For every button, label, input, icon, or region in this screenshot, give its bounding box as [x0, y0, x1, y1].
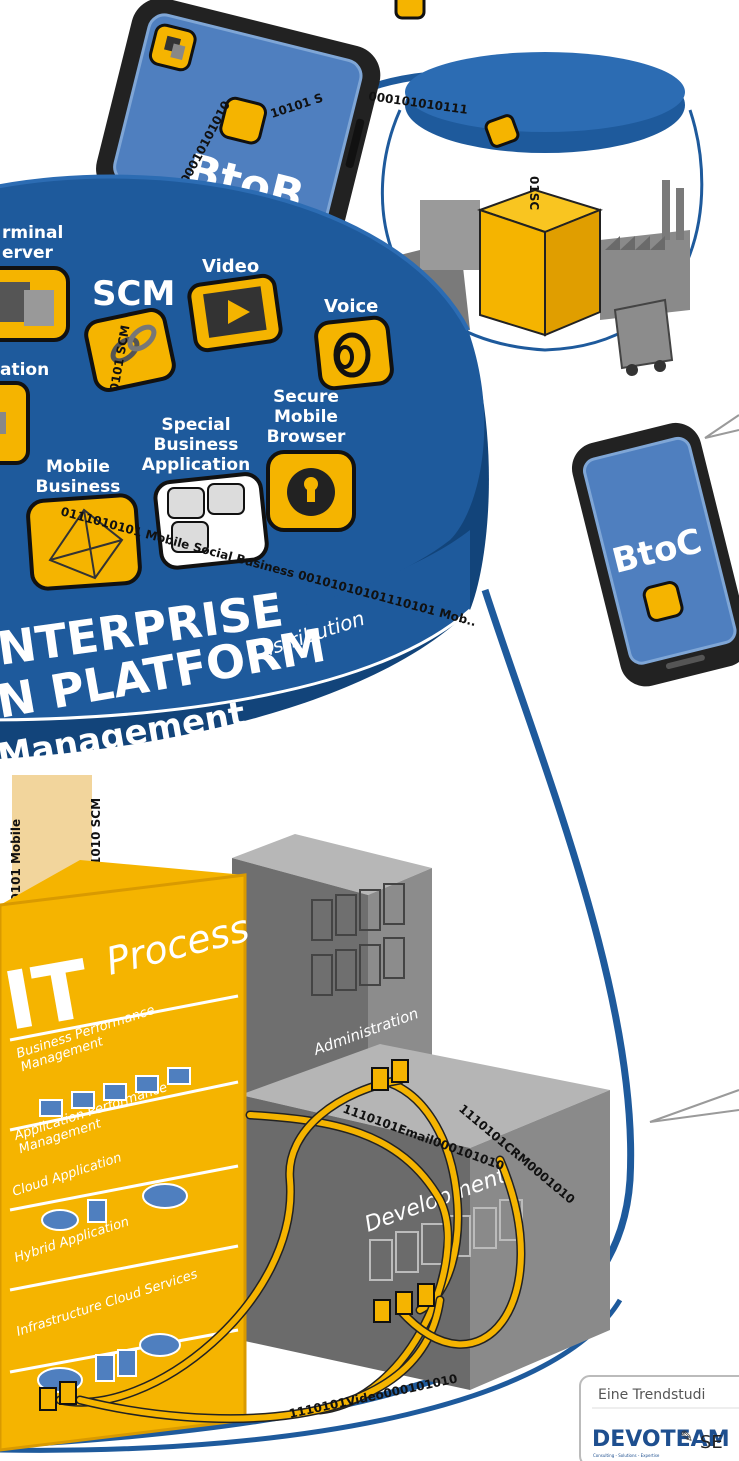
application-icon [0, 381, 30, 465]
voice-app: Voice [314, 296, 394, 391]
monitor-icons [39, 1067, 191, 1117]
study-label: Eine Trendstudi [598, 1387, 705, 1403]
video-app: Video [187, 256, 283, 353]
cloud-icons [37, 1183, 188, 1393]
devoteam-logo: DEVOTEAM [592, 1427, 730, 1452]
network-icon [26, 493, 142, 591]
factory-vertical-stream: 01SC [527, 176, 541, 210]
application-app: ation [0, 360, 49, 465]
devoteam-tagline: Consulting - Solutions - Expertise [593, 1453, 660, 1458]
network-cables [55, 1075, 526, 1424]
btob-tablet: BtoB [96, 0, 381, 246]
scm-app: SCM 0101 SCM [84, 274, 176, 393]
voice-label: Voice [324, 296, 378, 317]
callout-line-bottom [649, 1089, 739, 1123]
application-label: ation [0, 360, 49, 380]
partner-logo: SE [700, 1432, 723, 1453]
it-label: IT [0, 942, 97, 1048]
callout-line-top [704, 414, 739, 439]
it-process-box: IT Process Business PerformanceManagemen… [0, 860, 254, 1452]
chain-link-icon [84, 308, 176, 392]
scm-label: SCM [92, 274, 175, 314]
video-label: Video [202, 256, 259, 277]
top-tab-shape [394, 0, 426, 20]
cable-video-stream: 1110101Video000101010 [288, 1372, 459, 1421]
btoc-phone: BtoC [571, 422, 739, 687]
study-badge: Eine Trendstudi DEVOTEAM Consulting - So… [579, 1375, 739, 1461]
speaker-icon [314, 315, 394, 391]
cable-connectors [39, 1059, 435, 1411]
partner-mark-icon: ✎ [680, 1427, 693, 1446]
